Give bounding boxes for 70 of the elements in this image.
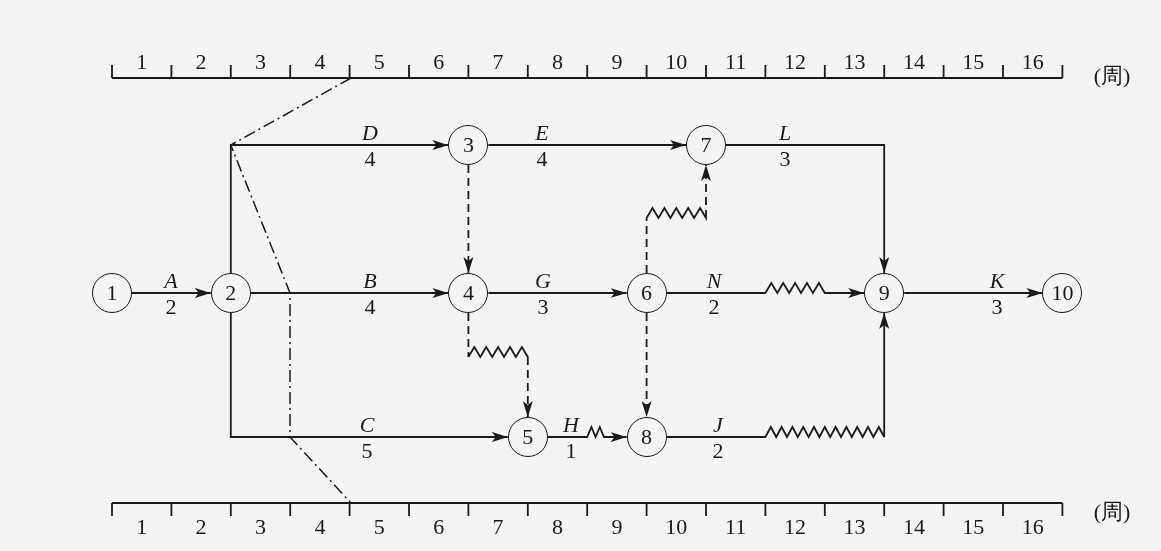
dashed-arrow <box>467 312 533 418</box>
activity-label: B 4 <box>363 268 377 320</box>
arrow <box>665 281 866 298</box>
scale-number: 4 <box>314 50 326 74</box>
arrow <box>487 288 628 298</box>
scale-number: 11 <box>725 515 747 539</box>
activity-label: J 2 <box>712 412 724 464</box>
scale-number: 12 <box>784 50 807 74</box>
activity-label: A 2 <box>164 268 178 320</box>
scale-number: 15 <box>962 50 985 74</box>
scale-number: 13 <box>843 50 866 74</box>
scale-number: 3 <box>255 50 266 74</box>
scale-number: 15 <box>962 515 985 539</box>
unit-label: (周) <box>1093 500 1131 524</box>
activity-label: L 3 <box>778 120 792 172</box>
scale-number: 12 <box>784 515 807 539</box>
event-circle: 7 <box>686 125 726 165</box>
scale-number: 11 <box>725 50 747 74</box>
scale-number: 10 <box>665 50 688 74</box>
scale-number: 5 <box>373 515 385 539</box>
arrow <box>131 288 212 298</box>
scale-number: 6 <box>433 50 445 74</box>
scale-number: 16 <box>1021 515 1044 539</box>
scale-number: 4 <box>314 515 326 539</box>
dashed-arrow <box>463 164 474 274</box>
scale-number: 10 <box>665 515 688 539</box>
scale-number: 5 <box>373 50 385 74</box>
scale-number: 16 <box>1021 50 1044 74</box>
activity-label: N 2 <box>706 268 722 320</box>
activity-label: H 1 <box>563 412 579 464</box>
scale-number: 1 <box>136 50 148 74</box>
scale-number: 3 <box>255 515 266 539</box>
event-circle: 4 <box>448 273 489 313</box>
dashed-arrow <box>641 312 652 418</box>
arrow <box>229 140 450 274</box>
scale-number: 2 <box>195 50 207 74</box>
event-circle: 9 <box>864 273 905 313</box>
unit-label: (周) <box>1093 64 1131 88</box>
event-circle: 8 <box>626 417 667 457</box>
event-circle: 1 <box>92 273 132 313</box>
event-circle: 3 <box>448 125 489 165</box>
event-circle: 2 <box>210 273 251 313</box>
scale-number: 14 <box>902 50 925 74</box>
activity-label: K 3 <box>989 268 1005 320</box>
arrow <box>665 312 890 439</box>
dashed-arrow <box>645 164 711 274</box>
activity-label: C 5 <box>359 412 375 464</box>
arrow <box>725 144 890 274</box>
scale-number: 8 <box>552 515 563 539</box>
scale-number: 7 <box>492 515 504 539</box>
scale-number: 6 <box>433 515 445 539</box>
scale-number: 1 <box>136 515 148 539</box>
scale-number: 14 <box>902 515 925 539</box>
scale-number: 9 <box>611 50 623 74</box>
activity-label: D 4 <box>362 120 378 172</box>
arrow <box>546 424 628 442</box>
scale-number: 7 <box>492 50 504 74</box>
event-circle: 6 <box>626 273 667 313</box>
activity-label: E 4 <box>535 120 549 172</box>
arrow <box>903 288 1044 298</box>
scale-number: 9 <box>611 515 623 539</box>
arrow <box>249 288 450 298</box>
event-circle: 5 <box>507 417 548 457</box>
event-circle: 10 <box>1042 273 1083 313</box>
arrow <box>229 312 509 442</box>
scale-number: 13 <box>843 515 866 539</box>
arrow <box>487 140 687 150</box>
scale-number: 2 <box>195 515 207 539</box>
scale-number: 8 <box>552 50 563 74</box>
activity-label: G 3 <box>535 268 551 320</box>
